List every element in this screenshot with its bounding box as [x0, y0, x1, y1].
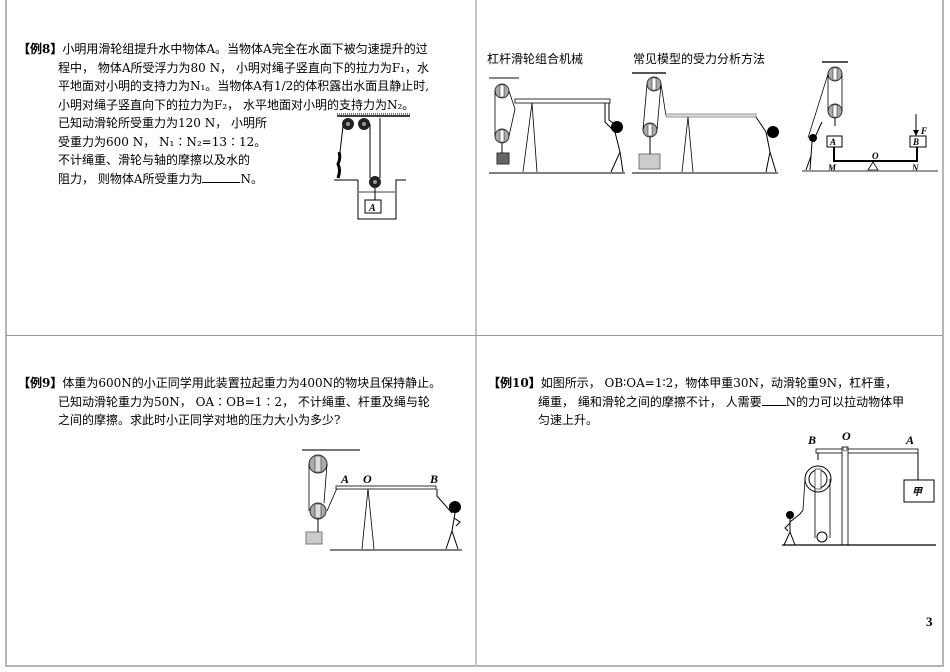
question-9: 【例9】体重为600N的小正同学用此装置拉起重力为400N的物块且保持静止。 已…: [18, 374, 441, 430]
q10-line-1: 如图所示， OB∶OA=1∶2，物体甲重30N，动滑轮重9N，杠杆重，: [540, 376, 898, 390]
q9-line-2: 已知动滑轮重力为50N， OA∶OB=1∶2， 不计绳重、杆重及绳与轮: [58, 394, 430, 409]
box-label-jia: 甲: [912, 487, 923, 498]
lever-pulley-figure-2: [632, 72, 779, 174]
q8-line-5: 已知动滑轮所受重力为120 N， 小明所: [58, 116, 268, 130]
q8-line-4: 小明对绳子竖直向下的拉力为F₂， 水平地面对小明的支持力为N₂。: [58, 97, 415, 112]
label-n: N: [911, 163, 919, 173]
question-tag: 【例9】: [18, 376, 63, 390]
lever-pulley-q10-figure: B O A 甲: [782, 429, 936, 546]
answer-blank[interactable]: [202, 172, 241, 183]
answer-blank[interactable]: [761, 395, 786, 406]
q8-line-7: 不计绳重、滑轮与轴的摩擦以及水的: [58, 153, 251, 167]
page-number: 3: [926, 614, 933, 629]
label-a: A: [829, 137, 836, 147]
label-o: O: [872, 151, 879, 161]
q8-line-6: 受重力为600 N， N₁∶N₂=13∶12。: [58, 134, 267, 149]
label-o: O: [842, 429, 851, 443]
lever-ab-force-figure: A B F O M N: [802, 61, 938, 173]
q9-line-1: 体重为600N的小正同学用此装置拉起重力为400N的物块且保持静止。: [62, 376, 442, 390]
page-border: [5, 0, 944, 667]
label-o: O: [363, 472, 372, 486]
q8-answer-suffix: N。: [240, 171, 263, 186]
caption-force-analysis: 常见模型的受力分析方法: [633, 52, 766, 66]
question-8: 【例8】小明用滑轮组提升水中物体A。当物体A完全在水面下被匀速提升的过 程中， …: [18, 40, 429, 188]
q8-line-8: 阻力， 则物体A所受重力为: [58, 171, 203, 186]
label-f: F: [920, 126, 927, 136]
question-10: 【例10】如图所示， OB∶OA=1∶2，物体甲重30N，动滑轮重9N，杠杆重，…: [488, 374, 904, 430]
q9-line-3: 之间的摩擦。求此时小正同学对地的压力大小为多少?: [58, 413, 341, 427]
question-tag: 【例10】: [488, 376, 541, 390]
question-tag: 【例8】: [18, 42, 63, 56]
label-b: B: [807, 433, 816, 447]
pulley-water-figure: A: [334, 113, 410, 220]
q10-line-2-suffix: N的力可以拉动物体甲: [785, 394, 905, 409]
q10-line-3: 匀速上升。: [538, 413, 599, 427]
lever-pulley-q9-figure: A O B: [302, 449, 462, 551]
label-b: B: [429, 472, 438, 486]
label-a: A: [340, 472, 349, 486]
lever-pulley-figure-1: [489, 77, 625, 174]
horizontal-divider: [6, 335, 943, 336]
label-m: M: [827, 163, 837, 173]
label-b: B: [912, 137, 919, 147]
q8-line-3: 平地面对小明的支持力为N₁。当物体A有1/2的体积露出水面且静止时,: [58, 79, 430, 93]
caption-lever-pulley: 杠杆滑轮组合机械: [487, 52, 584, 66]
q10-line-2: 绳重， 绳和滑轮之间的摩擦不计， 人需要: [538, 394, 762, 409]
figure-label-a: A: [368, 203, 376, 214]
q8-line-1: 小明用滑轮组提升水中物体A。当物体A完全在水面下被匀速提升的过: [62, 42, 428, 56]
vertical-divider: [475, 0, 477, 667]
q8-line-2: 程中， 物体A所受浮力为80 N， 小明对绳子竖直向下的拉力为F₁，水: [58, 60, 430, 75]
label-a: A: [905, 433, 914, 447]
